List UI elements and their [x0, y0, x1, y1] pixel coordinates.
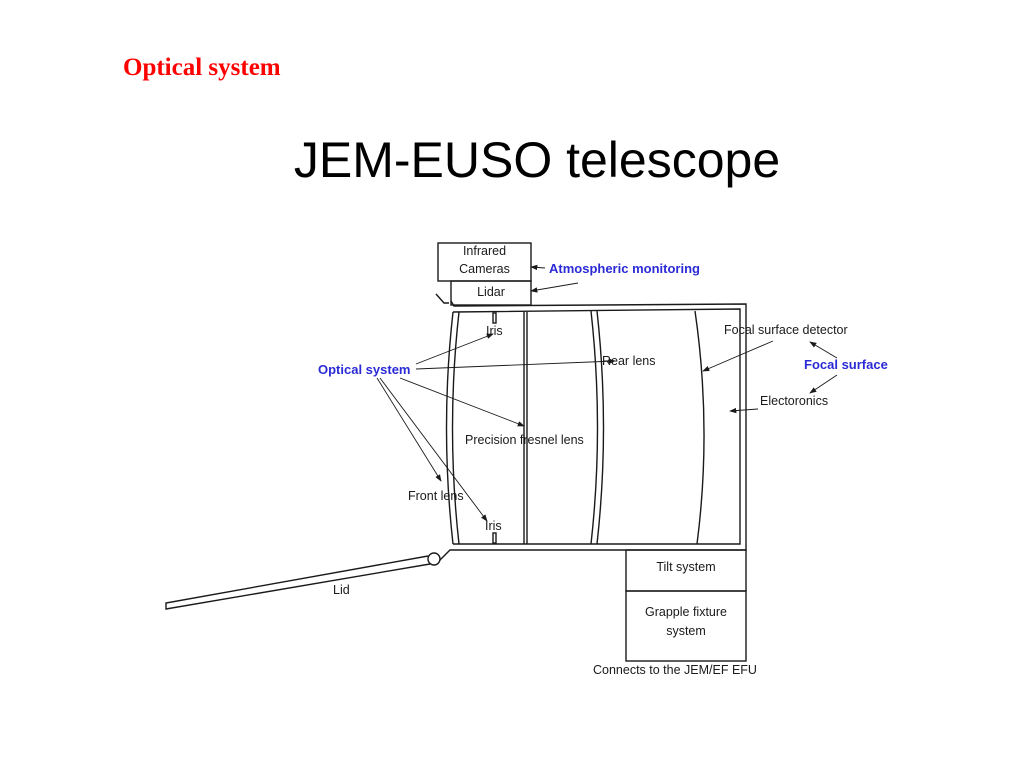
- lidar-label: Lidar: [477, 285, 505, 299]
- optical-system-label: Optical system: [318, 362, 411, 377]
- figure-title: JEM-EUSO telescope: [293, 132, 781, 188]
- infrared-cameras-line2: Cameras: [459, 261, 510, 276]
- lid-hinge: [427, 552, 441, 566]
- focal-surface-curve: [694, 310, 705, 545]
- pointer-focal-b: [809, 374, 838, 394]
- front-lens-inner: [451, 311, 460, 545]
- pointer-iris-top: [415, 333, 494, 365]
- pointer-front-lens: [376, 377, 442, 482]
- iris-bottom-label: Iris: [485, 519, 502, 533]
- pointer-electronics: [729, 407, 759, 414]
- rear-lens-outer: [590, 310, 599, 545]
- hood-tip: [435, 293, 449, 304]
- pointer-focal-a: [809, 341, 838, 359]
- lidar-box: [450, 280, 532, 306]
- iris-top-marker: [492, 312, 497, 324]
- pointer-lidar: [530, 282, 579, 293]
- infrared-cameras-label: Infrared Cameras: [438, 245, 531, 275]
- rear-lens-label: Rear lens: [602, 354, 656, 368]
- inner-body: [452, 308, 741, 545]
- pointer-iris-bottom: [379, 377, 488, 522]
- infrared-cameras-line1: Infrared: [462, 244, 507, 258]
- focal-surface-label: Focal surface: [804, 357, 888, 372]
- pointer-focal-detector: [702, 340, 774, 372]
- iris-bottom-marker: [492, 532, 497, 544]
- lid-label: Lid: [333, 583, 350, 597]
- connects-to-label: Connects to the JEM/EF EFU: [593, 663, 757, 677]
- front-lens-label: Front lens: [408, 489, 464, 503]
- grapple-fixture-line1: Grapple fixture: [645, 605, 727, 619]
- telescope-drawing: [165, 242, 838, 662]
- electoronics-label: Electoronics: [760, 394, 829, 408]
- slide-heading: Optical system: [123, 54, 281, 81]
- tilt-system-label: Tilt system: [656, 560, 716, 574]
- grapple-fixture-box: [625, 590, 747, 662]
- iris-top-label: Iris: [486, 324, 503, 338]
- grapple-fixture-line2: system: [666, 623, 706, 638]
- pointer-fresnel: [399, 377, 525, 427]
- atmospheric-monitoring-label: Atmospheric monitoring: [549, 261, 700, 276]
- pointer-rear-lens: [415, 358, 616, 370]
- telescope-diagram: JEM-EUSO telescope Infrared Cameras Lida…: [160, 113, 910, 680]
- grapple-fixture-label: Grapple fixture system: [626, 606, 746, 637]
- precision-fresnel-lens-label: Precision fresnel lens: [465, 433, 584, 447]
- rear-lens-inner: [596, 310, 605, 545]
- front-lens-outer: [445, 311, 454, 545]
- focal-surface-detector-label: Focal surface detector: [724, 323, 848, 337]
- outer-body: [439, 300, 747, 561]
- pointer-infrared: [530, 264, 546, 271]
- lid: [165, 555, 431, 610]
